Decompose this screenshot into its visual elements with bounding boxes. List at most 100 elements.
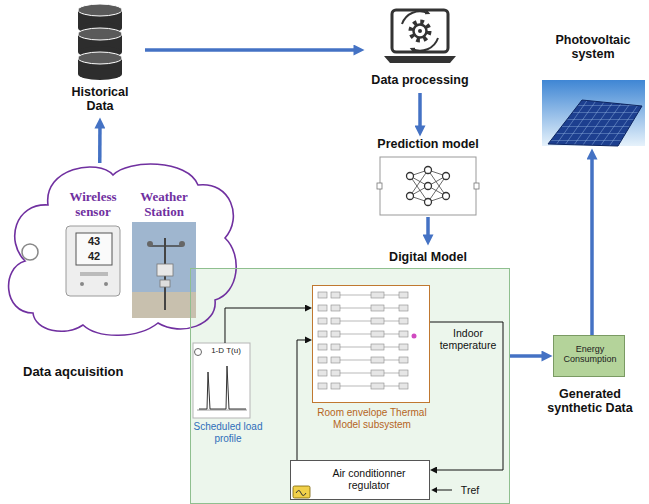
edge-label: Indoor temperature bbox=[436, 327, 500, 351]
weather-station-picture bbox=[132, 222, 196, 318]
load-profile-plot bbox=[193, 343, 250, 418]
free-label: 43 bbox=[80, 235, 108, 248]
weather-station-picture bbox=[132, 222, 196, 318]
neural-net-icon bbox=[425, 167, 432, 174]
digital-model-panel: Digital Model 1-D T(u)Scheduled load prof… bbox=[190, 246, 510, 504]
neural-net-icon bbox=[380, 157, 476, 215]
panel-ground bbox=[190, 268, 510, 504]
solar-panel-picture bbox=[542, 80, 645, 146]
weather-station-picture bbox=[157, 264, 173, 276]
wireless-sensor-picture bbox=[80, 282, 84, 286]
signal-line bbox=[297, 340, 309, 460]
weather-station-picture bbox=[150, 245, 182, 247]
weather-station-picture bbox=[160, 280, 170, 287]
wireless-sensor-picture bbox=[80, 272, 108, 276]
solar-panel-picture bbox=[548, 100, 642, 146]
laptop-gear-icon bbox=[402, 11, 428, 24]
thermal-model-blocks bbox=[412, 334, 417, 339]
thermal-model-blocks bbox=[312, 285, 430, 403]
node-label: Digital Model bbox=[348, 250, 508, 264]
setpoint-arrow bbox=[436, 490, 452, 491]
laptop-gear-icon bbox=[414, 25, 427, 38]
wireless-sensor-picture bbox=[76, 233, 112, 265]
wireless-sensor-picture bbox=[66, 226, 120, 296]
energy-box: Energy ConsumptionGenerated synthetic Da… bbox=[553, 335, 625, 377]
label-holder: Tref bbox=[455, 484, 485, 496]
thermal-model-box: Room envelope Thermal Model subsystem bbox=[312, 285, 430, 403]
neural-net-icon bbox=[377, 183, 382, 189]
regulator-box: Air conditionner regulator bbox=[290, 460, 430, 500]
laptop-gear-icon bbox=[384, 10, 456, 63]
database-icon bbox=[78, 28, 122, 40]
flow-arrow bbox=[418, 93, 422, 131]
neural-net-icon bbox=[410, 170, 446, 202]
thermal-model-blocks bbox=[318, 318, 408, 324]
thermal-model-blocks bbox=[318, 357, 408, 363]
pv-node: Photovoltaic system bbox=[540, 30, 646, 148]
weather-station-picture bbox=[179, 241, 185, 247]
neural-net-icon bbox=[407, 193, 414, 200]
load-profile-plot bbox=[197, 410, 247, 411]
load-profile-node: 1-D T(u)Scheduled load profile bbox=[192, 343, 264, 448]
node-label: Data aqcuisition bbox=[23, 365, 173, 380]
laptop-gear-icon bbox=[392, 10, 448, 52]
regulator-block bbox=[296, 491, 306, 496]
acquisition-cloud: Data aqcuisition Wireless sensorWeather S… bbox=[3, 163, 239, 385]
load-profile-plot bbox=[193, 343, 250, 418]
laptop-gear-icon bbox=[412, 38, 438, 51]
neural-net-icon bbox=[443, 173, 450, 180]
database-icon bbox=[78, 52, 122, 64]
node-label: Wireless sensor bbox=[58, 190, 128, 220]
neural-net-icon bbox=[443, 193, 450, 200]
free-label: Tref bbox=[455, 484, 485, 496]
load-profile-plot bbox=[199, 366, 246, 409]
node-label: Room envelope Thermal Model subsystem bbox=[307, 407, 437, 430]
flow-arrow bbox=[590, 154, 594, 335]
weather-station-picture bbox=[147, 241, 153, 247]
node-label: Prediction model bbox=[373, 137, 483, 151]
node-label: Data processing bbox=[365, 73, 475, 87]
neural-net-icon bbox=[474, 183, 479, 189]
cloud-outline-path bbox=[9, 164, 237, 335]
node-label: 1-D T(u) bbox=[206, 346, 246, 355]
regulator-block bbox=[290, 460, 430, 500]
node-label: Weather Station bbox=[126, 190, 202, 220]
load-profile-plot bbox=[195, 349, 202, 356]
free-label: 42 bbox=[80, 250, 108, 263]
thermal-model-blocks bbox=[312, 285, 430, 403]
laptop-gear-icon bbox=[384, 56, 456, 63]
regulator-block bbox=[290, 460, 430, 500]
thermal-model-blocks bbox=[318, 305, 408, 311]
label-holder: 43 bbox=[80, 235, 108, 248]
neural-net-icon bbox=[425, 199, 432, 206]
solar-panel-picture bbox=[542, 80, 645, 146]
wireless-sensor-picture bbox=[104, 282, 108, 286]
edge-label-holder: Indoor temperature bbox=[436, 327, 500, 351]
neural-net-icon bbox=[425, 183, 432, 190]
node-label: Generated synthetic Data bbox=[540, 387, 640, 416]
flow-arrow bbox=[145, 48, 359, 52]
flow-arrow bbox=[426, 217, 430, 240]
thermal-model-blocks bbox=[318, 383, 408, 389]
neural-net-icon bbox=[407, 173, 414, 180]
node-label: Historical Data bbox=[60, 85, 140, 114]
cloud-outline bbox=[3, 163, 239, 343]
database-icon bbox=[78, 4, 122, 16]
thermal-model-blocks bbox=[318, 370, 408, 376]
flow-arrow bbox=[98, 123, 102, 163]
model-node: Prediction model bbox=[373, 137, 483, 217]
node-label: Air conditionner regulator bbox=[313, 467, 425, 491]
laptop-gear-icon bbox=[418, 29, 422, 33]
signal-line bbox=[430, 322, 503, 470]
node-label: Photovoltaic system bbox=[548, 33, 638, 62]
neural-net-icon bbox=[377, 157, 479, 215]
regulator-block bbox=[293, 486, 310, 498]
wireless-sensor-picture bbox=[22, 226, 120, 296]
processing-node: Data processing bbox=[365, 5, 475, 93]
wireless-sensor-picture bbox=[22, 244, 38, 260]
database-icon bbox=[78, 4, 122, 80]
thermal-model-blocks bbox=[318, 331, 408, 337]
thermal-model-blocks bbox=[318, 344, 408, 350]
node-label: Energy Consumption bbox=[556, 344, 624, 365]
